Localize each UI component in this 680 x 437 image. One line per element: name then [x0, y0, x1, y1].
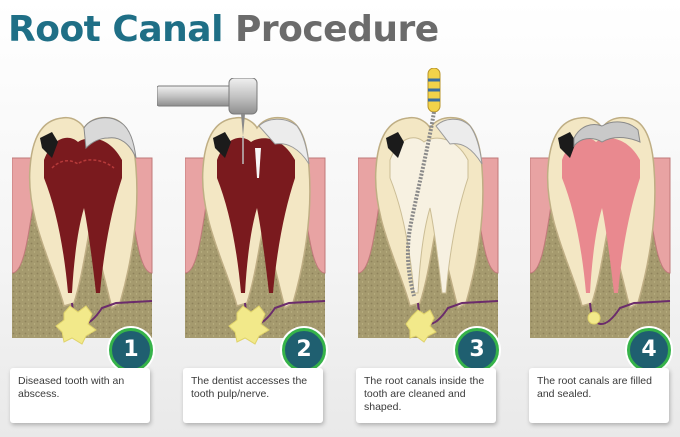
step-2-panel: 2 [157, 78, 335, 428]
step-1-caption: Diseased tooth with an abscess. [18, 375, 125, 400]
step-2-caption-box: The dentist accesses the tooth pulp/nerv… [183, 368, 323, 423]
step-3-caption: The root canals inside the tooth are cle… [364, 375, 485, 413]
step-1-badge: 1 [109, 328, 153, 372]
step-2-badge: 2 [282, 328, 326, 372]
step-2-caption: The dentist accesses the tooth pulp/nerv… [191, 375, 308, 400]
filled-tooth-illustration [530, 116, 671, 338]
step-3-panel: 3 [358, 68, 508, 428]
cleaned-tooth-illustration [358, 116, 499, 343]
page-title: Root Canal Procedure [8, 12, 439, 48]
diseased-tooth-illustration [12, 116, 153, 345]
step-4-panel: 4 [530, 98, 680, 428]
title-part-1: Root Canal [8, 9, 223, 50]
step-4-caption: The root canals are filled and sealed. [537, 375, 652, 400]
step-4-caption-box: The root canals are filled and sealed. [529, 368, 669, 423]
tooth-access-illustration [185, 116, 326, 345]
step-3-caption-box: The root canals inside the tooth are cle… [356, 368, 496, 423]
step-1-caption-box: Diseased tooth with an abscess. [10, 368, 150, 423]
dental-drill-icon [157, 78, 258, 164]
step-4-badge: 4 [627, 328, 671, 372]
root-canal-file-icon [405, 68, 441, 297]
title-part-2: Procedure [234, 9, 439, 50]
step-1-panel: 1 [12, 98, 162, 428]
step-3-badge: 3 [455, 328, 499, 372]
